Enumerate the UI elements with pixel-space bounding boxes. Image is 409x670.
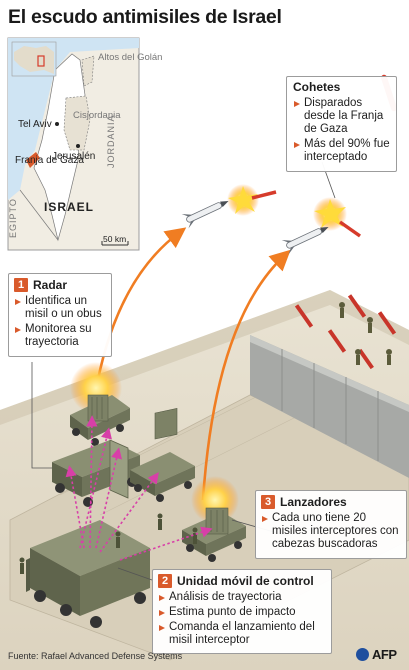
control-unit-header: 2 Unidad móvil de control xyxy=(158,574,326,588)
source-credit: Fuente: Rafael Advanced Defense Systems xyxy=(8,651,183,661)
map-label-gaza: Franja de Gaza xyxy=(15,155,84,166)
control-unit-title: Unidad móvil de control xyxy=(177,573,314,588)
launcher-top xyxy=(70,362,130,446)
radar-callout: 1 Radar Identifica un misil o un obus Mo… xyxy=(8,273,112,357)
launchers-list: Cada uno tiene 20 misiles interceptores … xyxy=(261,512,401,551)
control-unit-list: Análisis de trayectoria Estima punto de … xyxy=(158,591,326,647)
map-label-gaza-text: Franja de Gaza xyxy=(15,155,84,166)
map-label-golan: Altos del Golán xyxy=(98,52,162,63)
list-item: Monitorea su trayectoria xyxy=(14,323,106,349)
map-label-golan-text: Altos del Golán xyxy=(98,52,163,63)
control-unit-callout: 2 Unidad móvil de control Análisis de tr… xyxy=(152,569,332,654)
launchers-title: Lanzadores xyxy=(280,494,347,509)
map-label-west-bank-text: Cisjordania xyxy=(73,110,121,121)
intercept-left xyxy=(181,184,277,229)
radar-title: Radar xyxy=(33,277,68,292)
launchers-callout: 3 Lanzadores Cada uno tiene 20 misiles i… xyxy=(255,490,407,559)
radar-list: Identifica un misil o un obus Monitorea … xyxy=(14,295,106,349)
map-label-jordan: JORDANIA xyxy=(106,114,116,168)
map-inset xyxy=(7,37,140,251)
soldiers xyxy=(19,513,198,574)
rockets-callout: Cohetes Disparados desde la Franja de Ga… xyxy=(286,76,397,172)
list-item: Comanda el lanzamiento del misil interce… xyxy=(158,621,326,647)
map-scale-label: 50 km xyxy=(103,234,127,244)
map-label-egypt: EGIPTO xyxy=(8,198,18,238)
list-item: Análisis de trayectoria xyxy=(158,591,326,604)
radar-header: 1 Radar xyxy=(14,278,106,292)
afp-logo: AFP xyxy=(356,647,397,662)
interceptor-trajectory-right xyxy=(201,249,291,501)
map-label-tel-aviv: Tel Aviv xyxy=(18,119,52,130)
concrete-wall xyxy=(250,335,409,478)
launchers-number-badge: 3 xyxy=(261,495,275,509)
infographic-title: El escudo antimisiles de Israel xyxy=(8,6,282,28)
control-unit-number-badge: 2 xyxy=(158,574,172,588)
list-item: Disparados desde la Franja de Gaza xyxy=(293,97,391,136)
ground-rockets xyxy=(294,294,397,370)
rockets-list: Disparados desde la Franja de Gaza Más d… xyxy=(293,97,391,164)
list-item: Identifica un misil o un obus xyxy=(14,295,106,321)
intercept-right xyxy=(281,197,362,255)
map-label-israel: ISRAEL xyxy=(44,200,95,214)
map-label-jerusalem: Jerusalén xyxy=(52,151,96,162)
rockets-title: Cohetes xyxy=(293,80,341,94)
list-item: Estima punto de impacto xyxy=(158,606,326,619)
command-links xyxy=(65,415,213,561)
map-label-west-bank: Cisjordania xyxy=(73,110,121,121)
list-item: Más del 90% fue interceptado xyxy=(293,138,391,164)
launcher-middle xyxy=(130,408,195,502)
launchers-header: 3 Lanzadores xyxy=(261,495,401,509)
radar-truck xyxy=(52,439,140,507)
list-item: Cada uno tiene 20 misiles interceptores … xyxy=(261,512,401,551)
radar-number-badge: 1 xyxy=(14,278,28,292)
